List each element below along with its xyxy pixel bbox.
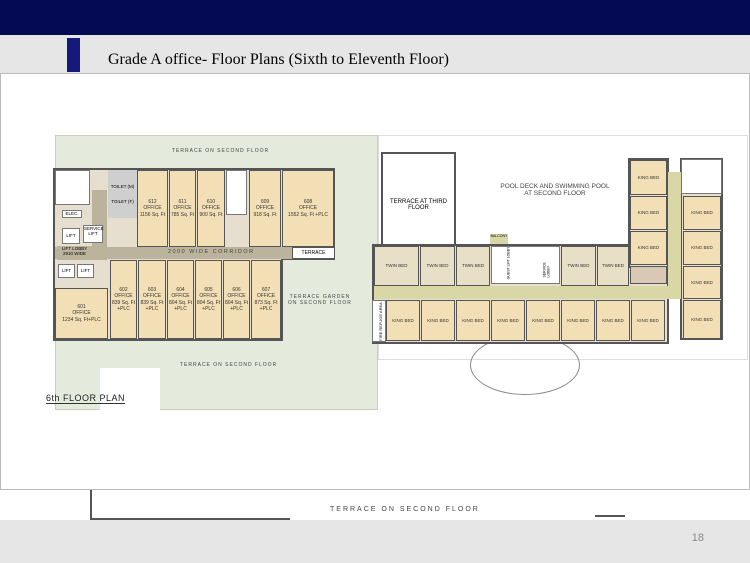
king-bed-room[interactable]: KING BED: [596, 300, 630, 341]
guest-lift-lobby: GUEST LIFT LOBBY SERVICE LOBBY: [491, 246, 560, 284]
terrace-bottom-label: TERRACE ON SECOND FLOOR: [180, 362, 278, 368]
king-bed-room[interactable]: KING BED: [683, 196, 721, 230]
footer-bar: [0, 520, 750, 563]
twin-bed-room[interactable]: TWIN BED: [420, 246, 455, 286]
fire-refuge-label: FIRE REFUGE AREA: [377, 302, 383, 341]
strip-terrace-label: TERRACE ON SECOND FLOOR: [330, 506, 480, 513]
office-603[interactable]: 603 OFFICE 839 Sq. Ft +PLC: [138, 260, 166, 339]
service-room: [630, 266, 667, 284]
office-608[interactable]: 608 OFFICE 1552 Sq. Ft +PLC: [282, 170, 334, 247]
office-607[interactable]: 607 OFFICE 873 Sq. Ft +PLC: [251, 260, 281, 339]
terrace-third-floor: TERRACE AT THIRD FLOOR: [381, 152, 456, 246]
terrace-label: TERRACE: [292, 247, 335, 259]
title-bar: [0, 35, 750, 73]
staircase: [55, 170, 90, 205]
elec-room: ELEC.: [62, 210, 82, 218]
service-lobby-label: SERVICE LOBBY: [542, 262, 551, 278]
terrace-top-label: TERRACE ON SECOND FLOOR: [172, 148, 270, 154]
pool-outline: [470, 335, 580, 395]
lift: LIFT: [77, 264, 94, 278]
twin-bed-room[interactable]: TWIN BED: [374, 246, 419, 286]
page-number: 18: [691, 532, 704, 544]
twin-bed-room[interactable]: TWIN BED: [456, 246, 490, 286]
service-lift: SERVICE LIFT: [83, 225, 104, 243]
lift: LIFT: [58, 264, 75, 278]
king-bed-room[interactable]: KING BED: [421, 300, 455, 341]
office-609[interactable]: 609 OFFICE 918 Sq. Ft: [249, 170, 281, 247]
king-bed-room[interactable]: KING BED: [491, 300, 525, 341]
office-611[interactable]: 611 OFFICE 785 Sq. Ft: [169, 170, 196, 247]
terrace-garden-label: TERRACE GARDEN ON SECOND FLOOR: [288, 294, 352, 306]
king-bed-room[interactable]: KING BED: [683, 266, 721, 299]
king-bed-room[interactable]: KING BED: [456, 300, 490, 341]
pool-label: POOL DECK AND SWIMMING POOL AT SECOND FL…: [500, 183, 610, 197]
office-604[interactable]: 604 OFFICE 804 Sq. Ft +PLC: [167, 260, 194, 339]
king-bed-room[interactable]: KING BED: [526, 300, 560, 341]
king-bed-room[interactable]: KING BED: [630, 231, 667, 265]
staircase: [681, 159, 722, 194]
king-bed-room[interactable]: KING BED: [630, 196, 667, 230]
king-bed-room[interactable]: KING BED: [631, 300, 665, 341]
hotel-corridor-east: [668, 172, 681, 299]
office-605[interactable]: 605 OFFICE 804 Sq. Ft +PLC: [195, 260, 222, 339]
toilet-m-label: TOILET (M): [110, 184, 135, 189]
office-612[interactable]: 612 OFFICE 1156 Sq. Ft: [137, 170, 168, 247]
king-bed-room[interactable]: KING BED: [683, 300, 721, 339]
plan-title: 6th FLOOR PLAN: [46, 393, 126, 404]
lift-lobby: LIFT LOBBY 2910 WIDE: [57, 246, 92, 260]
title-accent: [67, 38, 80, 72]
next-plan-strip: TERRACE ON SECOND FLOOR: [0, 490, 750, 520]
balcony: BALCONY: [490, 234, 508, 244]
corridor: [55, 247, 292, 259]
slide-title: Grade A office- Floor Plans (Sixth to El…: [108, 51, 449, 68]
guest-lift-lobby-label: GUEST LIFT LOBBY: [506, 246, 511, 280]
twin-bed-room[interactable]: TWIN BED: [597, 246, 629, 286]
lift: LIFT: [62, 228, 80, 244]
header-band: [0, 0, 750, 35]
twin-bed-room[interactable]: TWIN BED: [561, 246, 596, 286]
office-610[interactable]: 610 OFFICE 900 Sq. Ft: [197, 170, 225, 247]
staircase: [226, 170, 247, 215]
toilet-f-label: TOILET (F): [111, 199, 134, 204]
king-bed-room[interactable]: KING BED: [630, 160, 667, 195]
hotel-corridor: [374, 286, 674, 299]
king-bed-room[interactable]: KING BED: [561, 300, 595, 341]
corridor-label: 2000 WIDE CORRIDOR: [168, 249, 255, 255]
king-bed-room[interactable]: KING BED: [683, 231, 721, 265]
fire-refuge-area: FIRE REFUGE AREA: [372, 300, 386, 342]
office-606[interactable]: 606 OFFICE 804 Sq. Ft +PLC: [223, 260, 250, 339]
wall-outline: [595, 515, 625, 517]
office-601[interactable]: 601 OFFICE 1234 Sq. Ft+PLC: [55, 288, 108, 339]
wall-outline: [90, 490, 290, 520]
toilets: TOILET (M) TOILET (F): [108, 170, 137, 218]
king-bed-room[interactable]: KING BED: [386, 300, 420, 341]
cutout: [100, 368, 160, 412]
office-602[interactable]: 602 OFFICE 839 Sq. Ft +PLC: [110, 260, 137, 339]
